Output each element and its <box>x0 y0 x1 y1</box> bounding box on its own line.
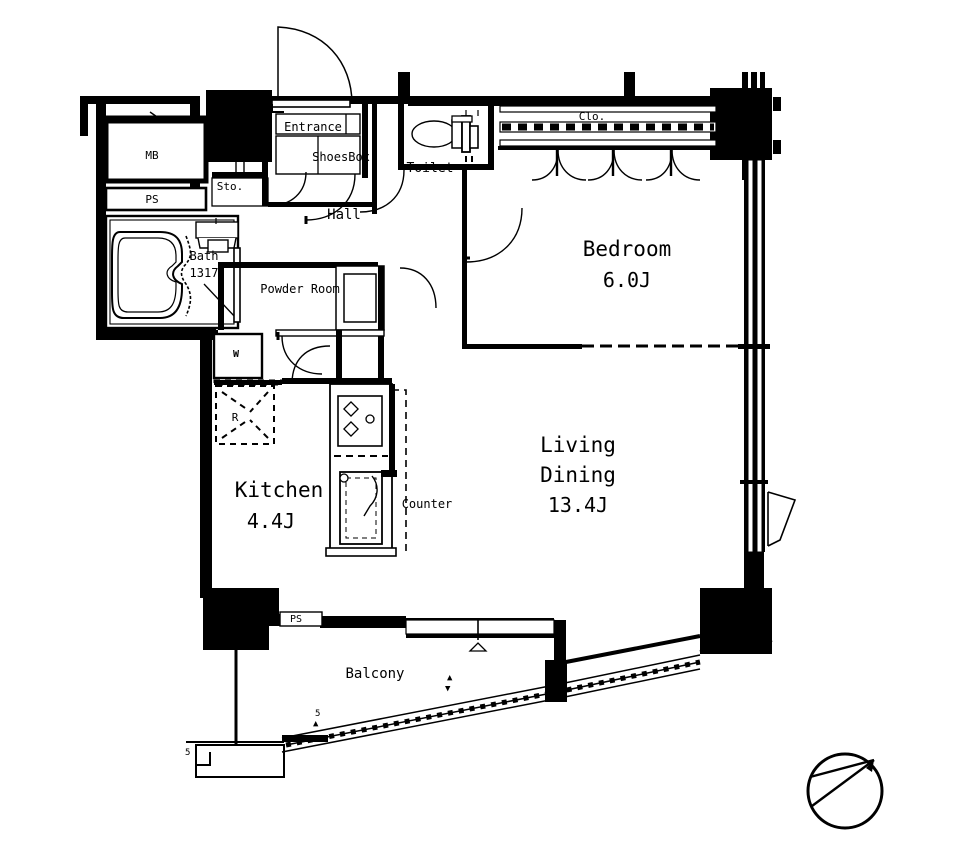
washing-machine-icon <box>212 332 264 380</box>
bathtub-icon <box>111 231 192 319</box>
stove-burners-icon <box>337 395 383 447</box>
door-swing-kitchen <box>291 345 331 385</box>
column-top-left <box>206 90 272 162</box>
ps-upper-label: PS <box>145 193 158 206</box>
bathroom <box>104 214 241 330</box>
door-swing-hall-ld <box>399 267 437 309</box>
structural-columns <box>203 88 781 702</box>
closet-label: Clo. <box>579 110 606 123</box>
balcony-label: Balcony <box>345 666 404 682</box>
entry-hall-walls <box>211 104 378 268</box>
sink-icon <box>339 471 383 545</box>
mb-shaft <box>103 111 209 184</box>
counter-label: Counter <box>402 497 453 511</box>
svg-text:▲: ▲ <box>313 719 319 729</box>
shoesbox-label: ShoesBox <box>312 150 370 164</box>
wall-bath-bottom <box>96 330 218 340</box>
ps-shaft-lower <box>279 611 323 627</box>
sto-label: Sto. <box>217 180 244 193</box>
svg-text:5: 5 <box>185 748 190 758</box>
powder-room-label: Powder Room <box>260 282 339 296</box>
toilet-fixture-icon <box>411 110 479 162</box>
bath-label: Bath <box>190 249 219 263</box>
right-exterior-window-wall <box>738 159 770 592</box>
door-swing-sto <box>267 171 307 207</box>
detail-labels: Entrance ShoesBox Sto. Hall Toilet Clo. … <box>145 110 605 625</box>
washer-label: W <box>233 349 240 360</box>
living-dining-label-2: Dining <box>540 463 616 487</box>
wall-kitchen-top <box>213 379 283 386</box>
bedroom-area: 6.0J <box>603 268 651 292</box>
powder-room <box>218 262 385 378</box>
svg-text:▲: ▲ <box>447 673 453 683</box>
svg-text:5: 5 <box>315 709 320 719</box>
compass-north-icon <box>806 752 884 830</box>
hall-label: Hall <box>327 207 361 223</box>
door-swing-bedroom <box>465 207 523 263</box>
door-swing-toilet <box>359 169 405 213</box>
door-swing-entrance-hall <box>305 173 356 221</box>
column-top-right <box>710 88 772 160</box>
bedroom-label: Bedroom <box>583 237 672 261</box>
living-dining-label-1: Living <box>540 433 616 457</box>
kitchen-area-value: 4.4J <box>247 509 295 533</box>
entrance-label: Entrance <box>284 120 342 134</box>
living-dining-area: 13.4J <box>548 493 608 517</box>
refrigerator-icon <box>215 385 275 445</box>
toilet-room <box>398 104 494 170</box>
balcony-window <box>405 618 555 652</box>
bath-size-label: 1317 <box>190 266 219 280</box>
ps-lower-label: PS <box>290 614 302 625</box>
wall-kitchen-top2 <box>282 378 392 384</box>
fridge-label: R <box>232 411 239 424</box>
door-swing-right-exterior <box>767 491 797 547</box>
svg-text:▼: ▼ <box>445 684 451 694</box>
vanity-sink-icon <box>195 218 239 253</box>
kitchen-counter <box>325 383 407 557</box>
balcony-drain: 5 <box>185 741 285 778</box>
balcony-railing <box>281 654 701 753</box>
bottom-right-diagonal-wall <box>565 634 773 664</box>
toilet-label: Toilet <box>407 161 454 176</box>
room-labels: Living Dining 13.4J Bedroom 6.0J Kitchen… <box>235 237 672 682</box>
door-swing-powder <box>281 335 323 375</box>
balcony-arrow-marks: 5 ▲ ▲ ▼ <box>313 673 453 729</box>
ps-shaft-upper <box>104 186 208 212</box>
entrance-door <box>271 26 353 113</box>
mb-label: MB <box>145 149 159 162</box>
kitchen-label: Kitchen <box>235 478 324 502</box>
